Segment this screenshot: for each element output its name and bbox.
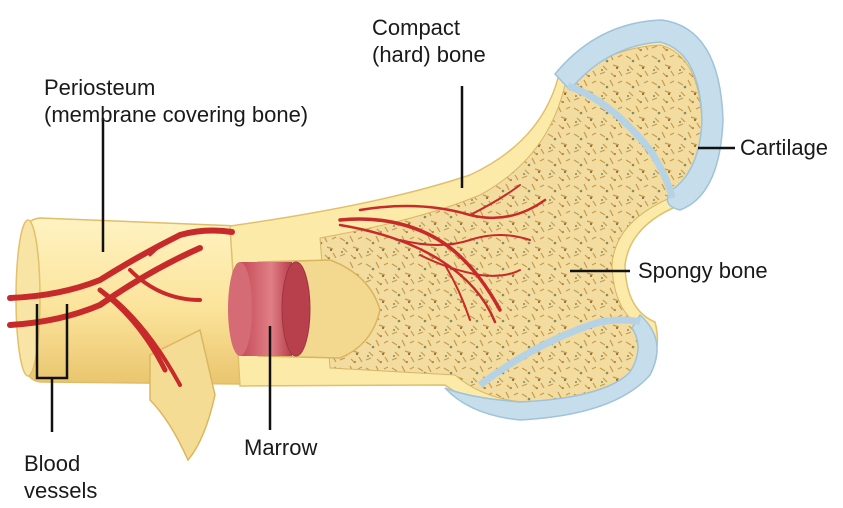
cartilage-label: Cartilage [740,134,828,161]
blood-vessels-label-line1: Blood [24,450,97,477]
compact-bone-label: Compact (hard) bone [372,14,486,68]
marrow-label: Marrow [244,434,317,461]
compact-bone-label-line2: (hard) bone [372,41,486,68]
marrow-face [282,262,310,356]
spongy-bone-label: Spongy bone [638,257,768,284]
blood-vessels-label: Blood vessels [24,450,97,504]
periosteum-label: Periosteum (membrane covering bone) [44,74,308,128]
compact-bone-label-line1: Compact [372,14,486,41]
periosteum-label-line1: Periosteum [44,74,308,101]
periosteum-label-line2: (membrane covering bone) [44,101,308,128]
periosteum-shaft [25,218,240,384]
blood-vessels-label-line2: vessels [24,477,97,504]
